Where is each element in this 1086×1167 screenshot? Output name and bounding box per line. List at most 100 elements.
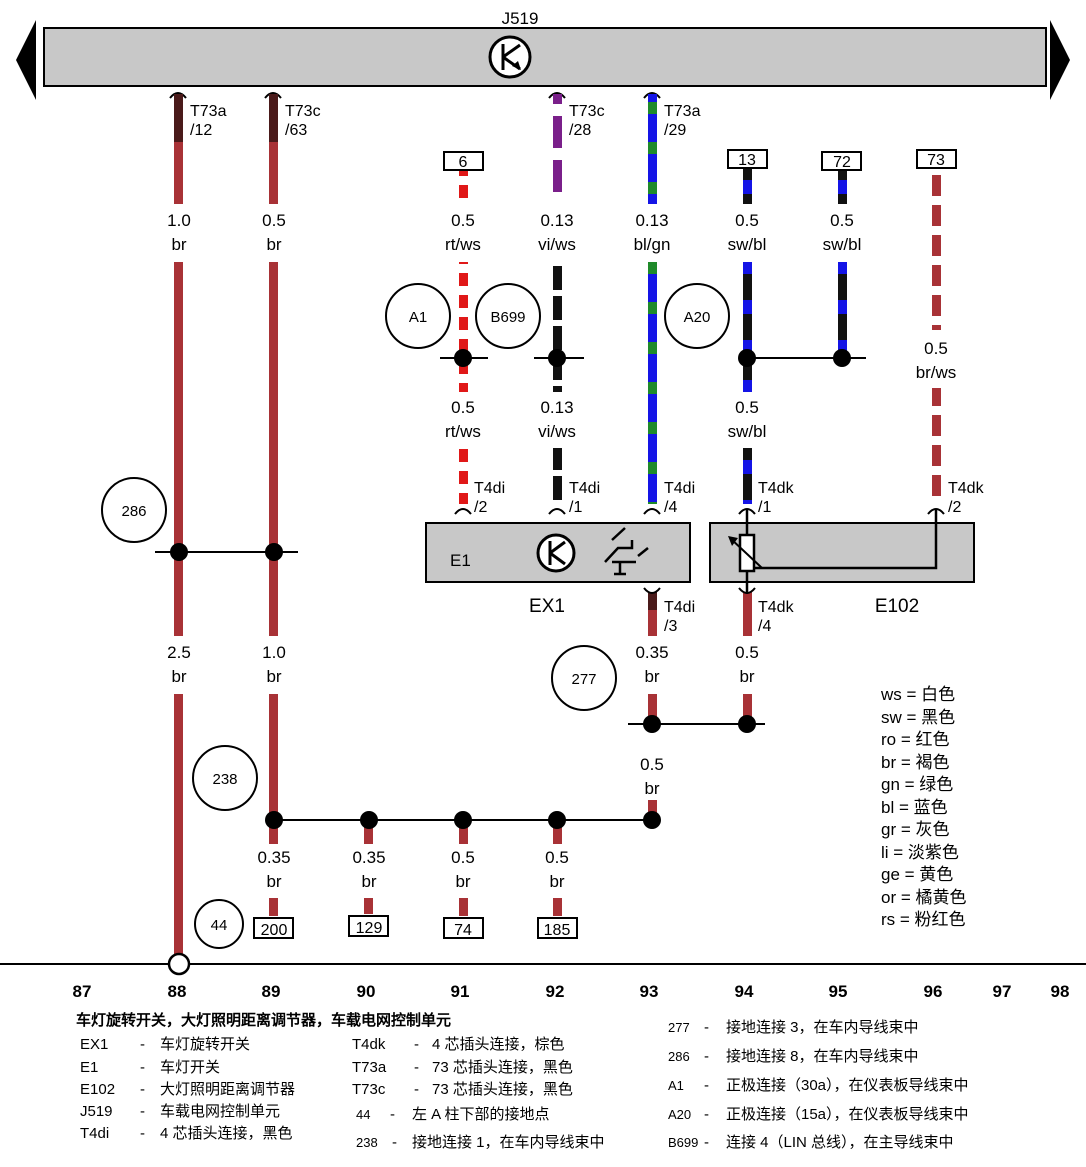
- diagram-label: 277: [668, 1020, 690, 1035]
- diagram-label: 277: [571, 671, 596, 688]
- diagram-label: 0.5: [735, 398, 759, 417]
- diagram-label: 连接 4（LIN 总线），在主导线束中: [726, 1134, 954, 1151]
- diagram-label: 98: [1051, 982, 1070, 1001]
- diagram-label: ws = 白色: [880, 685, 955, 704]
- diagram-label: 97: [993, 982, 1012, 1001]
- diagram-label: -: [704, 1048, 709, 1065]
- diagram-label: br: [266, 667, 281, 686]
- diagram-label: EX1: [80, 1036, 108, 1053]
- diagram-label: ro = 红色: [881, 730, 950, 749]
- diagram-label: T73c: [569, 103, 605, 120]
- diagram-label: -: [704, 1077, 709, 1094]
- diagram-label: 91: [451, 982, 470, 1001]
- descriptions-col3: 277-接地连接 3，在车内导线束中 286-接地连接 8，在车内导线束中 A1…: [668, 1019, 969, 1151]
- diagram-label: T4di: [569, 480, 600, 497]
- diagram-label: rt/ws: [445, 235, 481, 254]
- diagram-label: 正极连接（30a），在仪表板导线束中: [726, 1076, 969, 1094]
- diagram-label: E1: [80, 1059, 98, 1076]
- diagram-label: /28: [569, 122, 591, 139]
- diagram-label: 1.0: [167, 211, 191, 230]
- diagram-label: -: [414, 1081, 419, 1098]
- diagram-label: T4di: [664, 480, 695, 497]
- e102-label: E102: [875, 596, 919, 617]
- diagram-label: 92: [546, 982, 565, 1001]
- diagram-label: 88: [168, 982, 187, 1001]
- reference-boxes: 6 13 72 73 200 129 74 185: [253, 149, 957, 939]
- diagram-label: T73a: [190, 103, 227, 120]
- diagram-label: 95: [829, 982, 848, 1001]
- diagram-label: -: [704, 1134, 709, 1151]
- diagram-label: 车灯开关: [160, 1059, 220, 1076]
- diagram-label: rs = 粉红色: [881, 910, 966, 929]
- diagram-label: T4di: [80, 1125, 109, 1142]
- diagram-label: 93: [640, 982, 659, 1001]
- ground-bus: [0, 952, 1086, 976]
- diagram-label: 接地连接 3，在车内导线束中: [726, 1019, 919, 1036]
- component-pins: [454, 508, 945, 594]
- diagram-label: 0.35: [257, 848, 290, 867]
- diagram-label: /4: [664, 499, 677, 516]
- diagram-label: 6: [459, 154, 468, 171]
- e102-regulator-box: [709, 510, 975, 594]
- control-unit-icon: [488, 35, 532, 79]
- j519-control-unit: J519: [16, 9, 1070, 100]
- diagram-label: 89: [262, 982, 281, 1001]
- diagram-label: B699: [668, 1135, 698, 1150]
- diagram-label: 大灯照明距离调节器: [160, 1081, 295, 1098]
- diagram-label: 4 芯插头连接，黑色: [160, 1125, 293, 1142]
- diagram-label: 73 芯插头连接，黑色: [432, 1059, 573, 1076]
- diagram-label: /1: [758, 499, 771, 516]
- diagram-label: br: [455, 872, 470, 891]
- description-title: 车灯旋转开关，大灯照明距离调节器，车载电网控制单元: [76, 1011, 451, 1029]
- diagram-label: 0.35: [352, 848, 385, 867]
- diagram-label: 0.5: [830, 211, 854, 230]
- diagram-label: -: [140, 1081, 145, 1098]
- diagram-label: gr = 灰色: [881, 820, 950, 839]
- diagram-label: /2: [948, 499, 961, 516]
- diagram-label: br: [266, 235, 281, 254]
- diagram-label: -: [140, 1036, 145, 1053]
- diagram-label: br: [171, 667, 186, 686]
- diagram-label: br = 褐色: [881, 753, 950, 772]
- diagram-label: rt/ws: [445, 422, 481, 441]
- diagram-label: br: [644, 779, 659, 798]
- descriptions-col2: T4dk-4 芯插头连接，棕色 T73a-73 芯插头连接，黑色 T73c-73…: [352, 1036, 605, 1151]
- diagram-label: 0.5: [735, 643, 759, 662]
- diagram-label: /63: [285, 122, 307, 139]
- diagram-label: 90: [357, 982, 376, 1001]
- diagram-label: 0.5: [451, 211, 475, 230]
- diagram-label: /29: [664, 122, 686, 139]
- diagram-label: 左 A 柱下部的接地点: [412, 1106, 550, 1123]
- diagram-label: 0.13: [635, 211, 668, 230]
- diagram-label: J519: [80, 1103, 113, 1120]
- diagram-label: /2: [474, 499, 487, 516]
- diagram-label: 接地连接 8，在车内导线束中: [726, 1048, 919, 1065]
- diagram-label: /1: [569, 499, 582, 516]
- diagram-label: 0.5: [735, 211, 759, 230]
- diagram-label: 73 芯插头连接，黑色: [432, 1081, 573, 1098]
- diagram-label: 车载电网控制单元: [160, 1103, 280, 1120]
- diagram-label: B699: [490, 309, 525, 326]
- diagram-label: A20: [684, 309, 711, 326]
- diagram-label: -: [392, 1134, 397, 1151]
- diagram-label: -: [140, 1103, 145, 1120]
- diagram-label: E102: [80, 1081, 115, 1098]
- diagram-label: A20: [668, 1107, 691, 1122]
- diagram-label: 0.5: [451, 398, 475, 417]
- diagram-label: br: [361, 872, 376, 891]
- diagram-label: 接地连接 1，在车内导线束中: [412, 1134, 605, 1151]
- wires-top: [174, 94, 941, 330]
- ex1-switch-box: E1: [425, 522, 691, 583]
- diagram-label: /4: [758, 618, 771, 635]
- ex1-label: EX1: [529, 596, 565, 617]
- diagram-label: A1: [409, 309, 427, 326]
- diagram-label: 286: [668, 1049, 690, 1064]
- diagram-label: T4di: [474, 480, 505, 497]
- diagram-label: sw/bl: [728, 422, 767, 441]
- diagram-label: 0.35: [635, 643, 668, 662]
- diagram-label: br/ws: [916, 363, 957, 382]
- diagram-label: sw/bl: [823, 235, 862, 254]
- circled-references: A1 B699 A20 286 277 238 44: [101, 283, 730, 949]
- diagram-label: -: [414, 1059, 419, 1076]
